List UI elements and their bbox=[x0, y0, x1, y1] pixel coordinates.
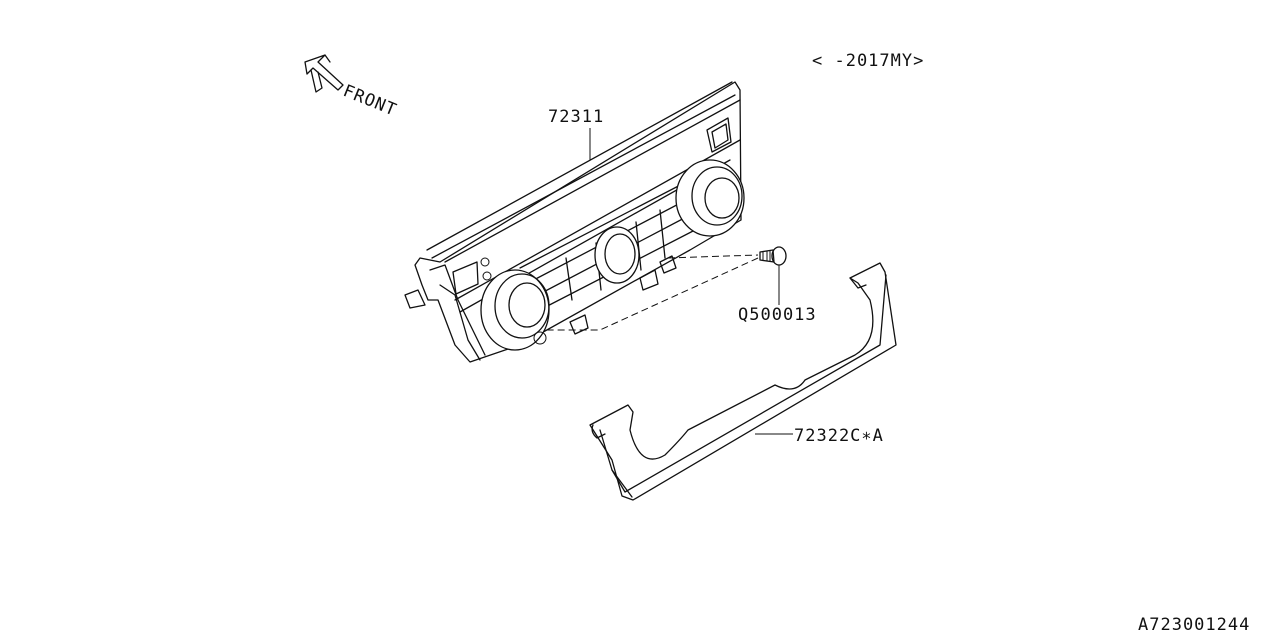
diagram-id: A723001244 bbox=[1138, 615, 1250, 635]
screw-drawing[interactable] bbox=[759, 246, 787, 266]
part-number-72322c[interactable]: 72322C∗A bbox=[794, 426, 884, 446]
part-number-72311[interactable]: 72311 bbox=[548, 107, 604, 127]
control-panel-drawing[interactable] bbox=[404, 81, 745, 363]
assembly-dashed-line bbox=[667, 254, 759, 259]
bezel-drawing[interactable] bbox=[589, 262, 897, 501]
assembly-dashed-line-lower bbox=[545, 257, 759, 331]
front-arrow-icon bbox=[304, 54, 344, 93]
part-number-q500013[interactable]: Q500013 bbox=[738, 305, 817, 325]
front-label: FRONT bbox=[340, 81, 400, 121]
model-year-label: < -2017MY> bbox=[812, 51, 924, 71]
